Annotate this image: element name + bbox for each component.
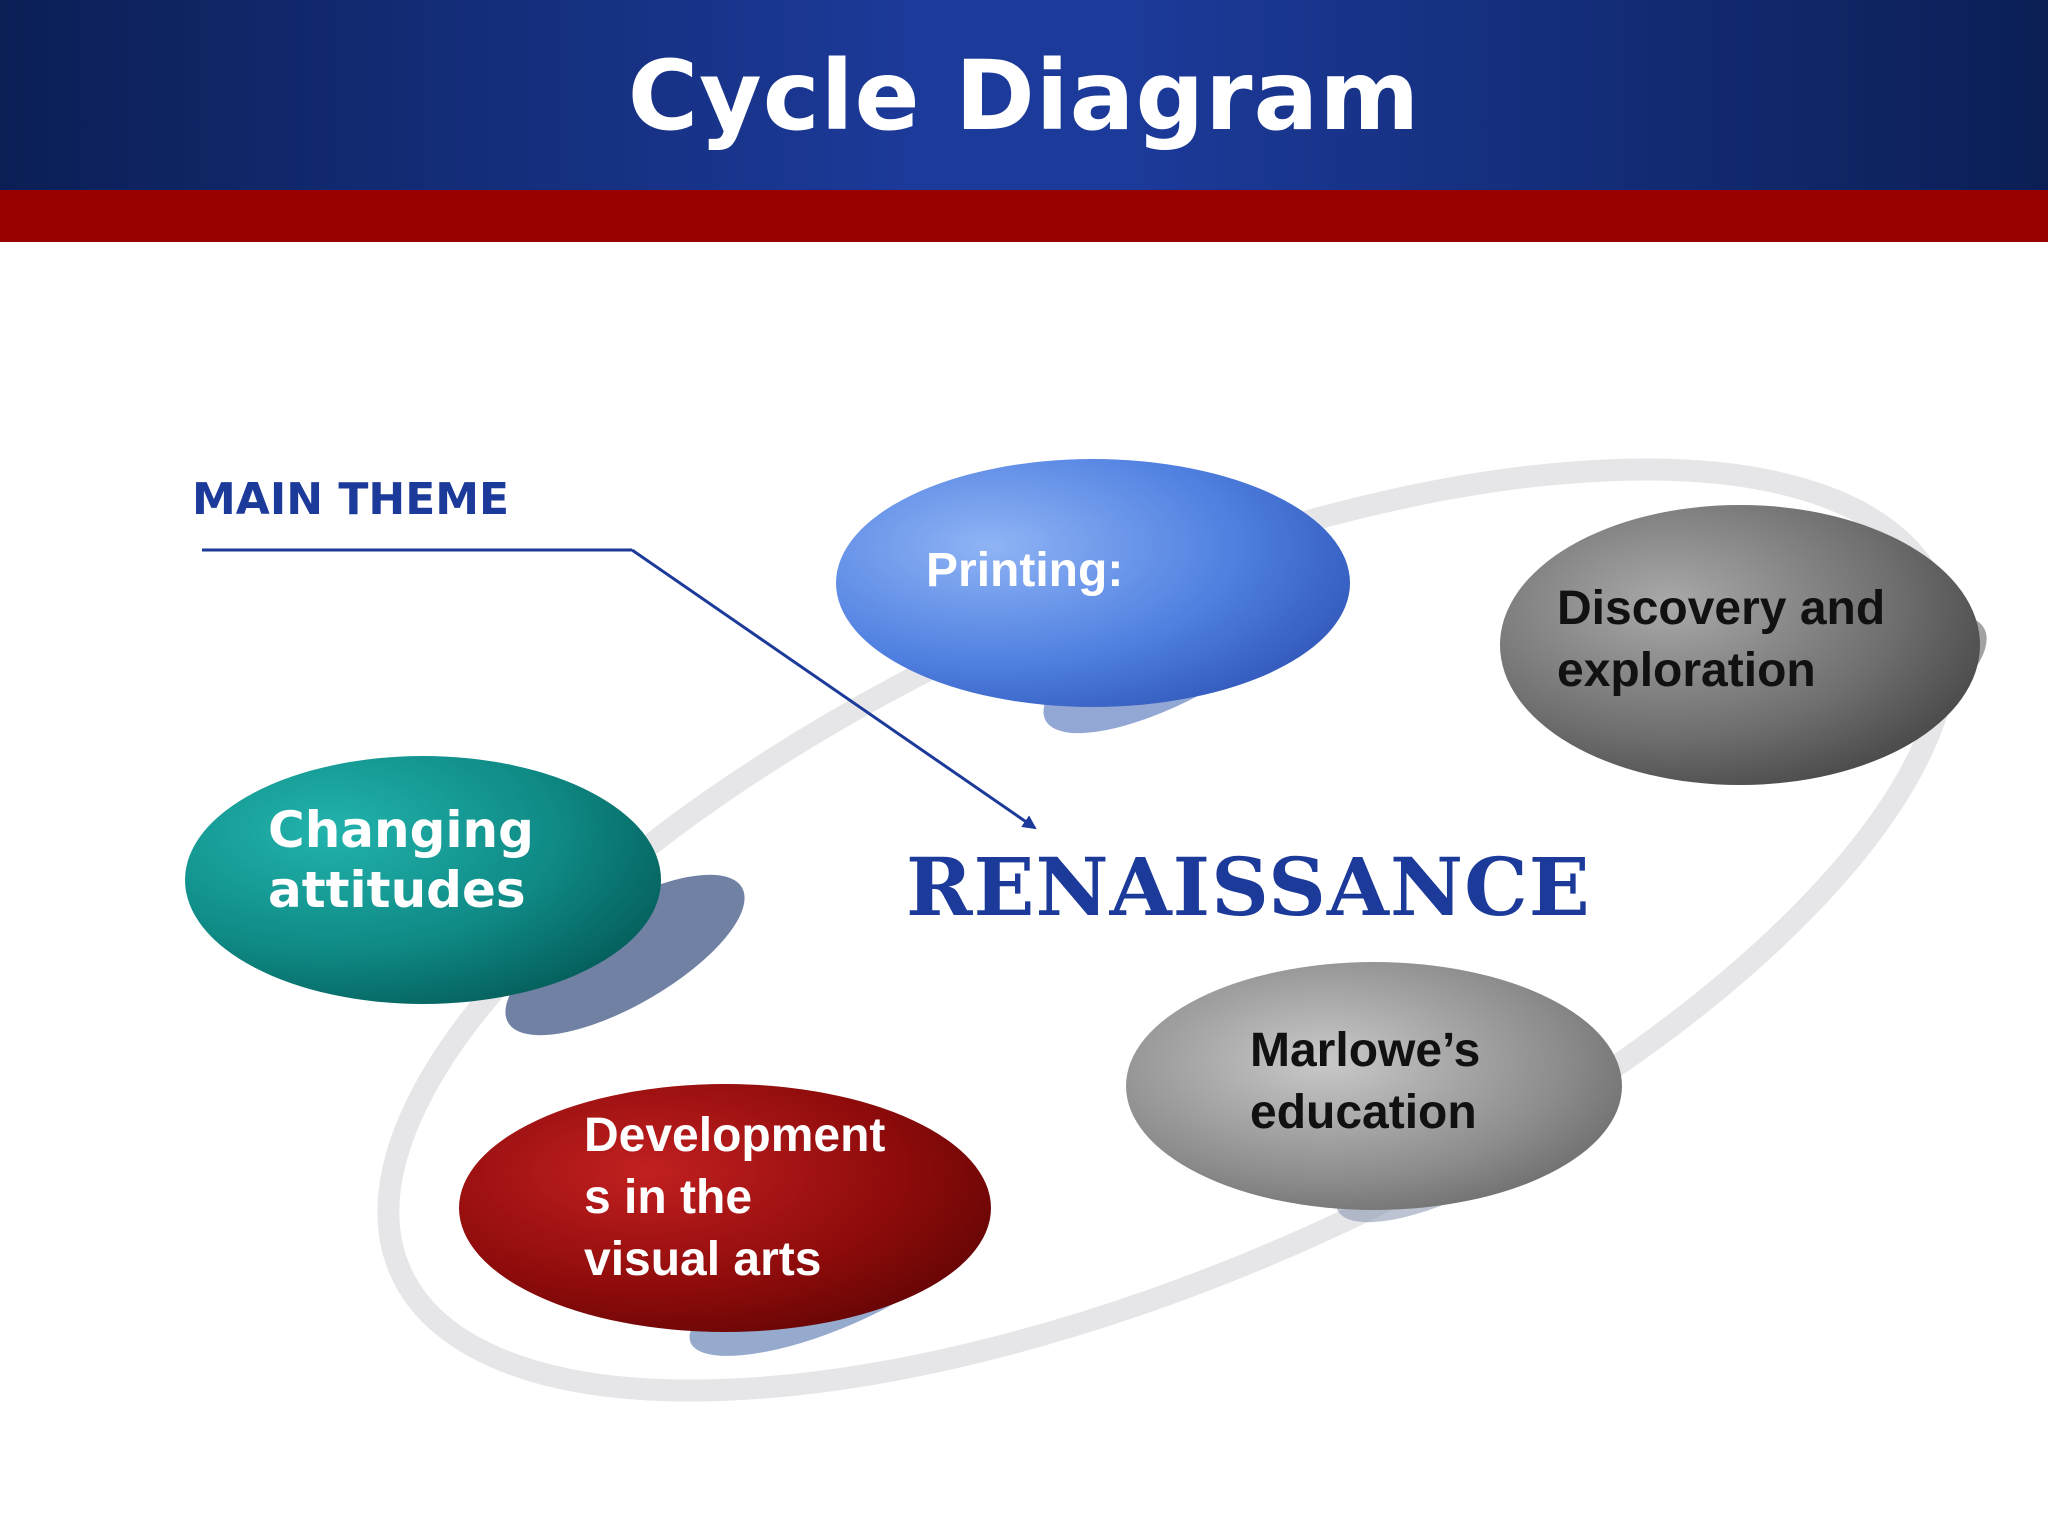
printing-label-line: Printing:	[926, 544, 1124, 597]
header-stripe	[0, 190, 2048, 242]
visual-arts-node	[459, 1084, 991, 1332]
printing-label: Printing:	[926, 540, 1123, 602]
discovery-label-line: Discovery and	[1557, 582, 1886, 635]
attitudes-node	[185, 756, 661, 1004]
discovery-label: Discovery and exploration	[1557, 578, 1885, 702]
attitudes-label: Changing attitudes	[268, 800, 534, 920]
visual-arts-label: Development s in the visual arts	[584, 1105, 885, 1291]
printing-node	[836, 459, 1350, 707]
discovery-node	[1500, 505, 1980, 785]
page-title: Cycle Diagram	[627, 40, 1421, 152]
discovery-label-line: exploration	[1557, 644, 1816, 697]
main-theme-label: MAIN THEME	[192, 474, 510, 525]
attitudes-label-line: attitudes	[268, 861, 526, 919]
visual-arts-label-line: Development	[584, 1109, 886, 1162]
education-label-line: Marlowe’s	[1250, 1024, 1481, 1077]
center-label: RENAISSANCE	[906, 840, 1591, 934]
education-label-line: education	[1250, 1086, 1477, 1139]
education-node	[1126, 962, 1622, 1210]
visual-arts-label-line: s in the	[584, 1171, 753, 1224]
education-label: Marlowe’s education	[1250, 1020, 1480, 1144]
main-theme-arrow	[631, 548, 1037, 830]
visual-arts-label-line: visual arts	[584, 1233, 822, 1286]
attitudes-node-shadow	[505, 874, 745, 1036]
header-bar	[0, 0, 2048, 190]
attitudes-label-line: Changing	[268, 801, 534, 859]
